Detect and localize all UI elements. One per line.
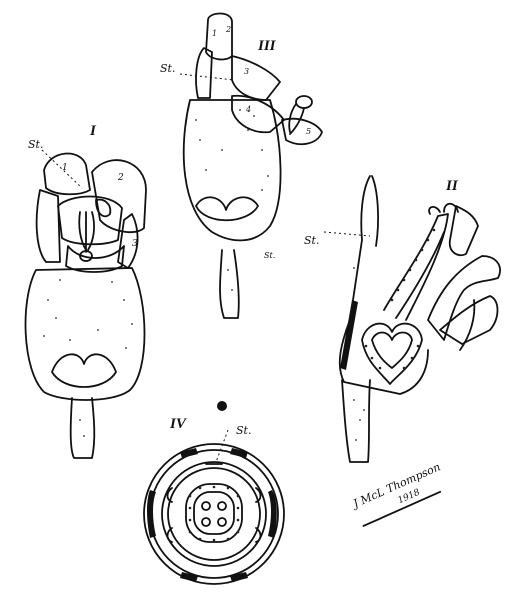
figure-4: IV St. <box>144 401 284 584</box>
figure-3-numeral: III <box>257 38 277 54</box>
figure-3-petal-2: 2 <box>225 25 231 34</box>
figure-3-petal-1: 1 <box>212 29 217 38</box>
figure-1: I St. 1 2 3 <box>26 123 146 458</box>
figure-1-st-label: St. <box>28 138 43 151</box>
figure-4-numeral: IV <box>169 416 188 432</box>
figure-3-petal-3: 3 <box>244 67 249 76</box>
figure-4-st-label: St. <box>236 424 251 437</box>
figure-1-numeral: I <box>89 123 97 139</box>
figure-2-st-label: St. <box>304 234 319 247</box>
figure-3: III St. 1 2 3 4 5 St. <box>160 14 322 319</box>
figure-3-st-label: St. <box>160 62 175 75</box>
figure-2-numeral: II <box>445 178 459 194</box>
figure-1-petal-1: 1 <box>62 163 68 173</box>
figure-3-petal-5: 5 <box>306 127 311 136</box>
figure-1-petal-3: 3 <box>132 239 138 249</box>
signature-name: J McL Thompson <box>349 460 442 511</box>
figure-1-petal-2: 2 <box>117 173 124 183</box>
figure-2: II St. <box>304 176 500 462</box>
figure-3-petal-4: 4 <box>245 105 251 114</box>
figure-3-stalk-label: St. <box>264 251 275 260</box>
artist-signature: J McL Thompson 1918 <box>349 460 449 526</box>
